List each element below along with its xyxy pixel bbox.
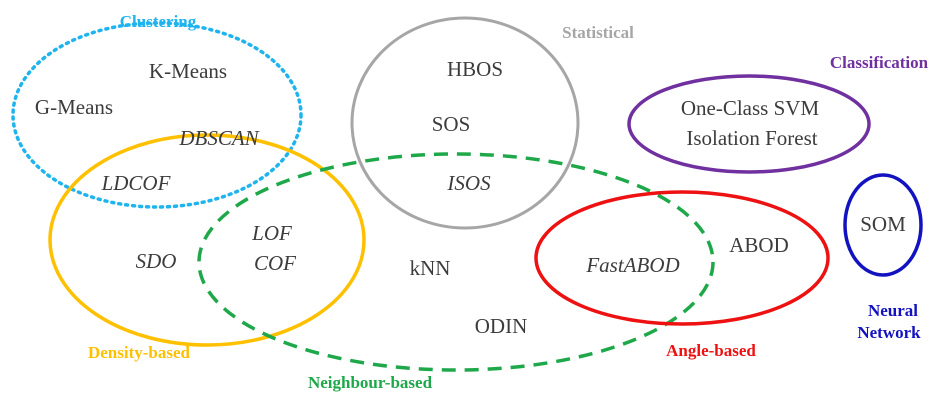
algo-ocsvm: One-Class SVM	[681, 96, 820, 120]
algo-isos: ISOS	[446, 171, 491, 195]
neural-network-ellipse	[843, 173, 923, 277]
angle-ellipse	[534, 190, 830, 326]
algo-iforest: Isolation Forest	[686, 126, 817, 150]
classification-label: Classification	[830, 53, 929, 72]
algo-som: SOM	[860, 212, 906, 236]
statistical-label: Statistical	[562, 23, 634, 42]
algo-odin: ODIN	[475, 314, 528, 338]
algo-kmeans: K-Means	[149, 59, 227, 83]
algo-dbscan: DBSCAN	[178, 126, 259, 150]
density-label: Density-based	[88, 343, 191, 362]
angle-label: Angle-based	[666, 341, 756, 360]
neighbour-ellipse	[197, 152, 715, 372]
algo-abod: ABOD	[729, 233, 789, 257]
clustering-label: Clustering	[120, 12, 197, 31]
neighbour-label: Neighbour-based	[308, 373, 433, 392]
neural-label-line1: Neural	[868, 301, 918, 320]
algo-ldcof: LDCOF	[101, 171, 171, 195]
algo-fastabod: FastABOD	[585, 253, 679, 277]
classification-ellipse	[627, 74, 871, 174]
algo-gmeans: G-Means	[35, 95, 113, 119]
algo-knn: kNN	[410, 256, 451, 280]
clustering-ellipse	[11, 21, 303, 209]
algo-sdo: SDO	[136, 249, 177, 273]
statistical-ellipse	[350, 16, 580, 230]
algo-lof: LOF	[251, 221, 292, 245]
density-ellipse	[48, 133, 366, 347]
neural-label-line2: Network	[857, 323, 921, 342]
algo-sos: SOS	[432, 112, 471, 136]
algo-cof: COF	[254, 251, 296, 275]
algo-hbos: HBOS	[447, 57, 503, 81]
